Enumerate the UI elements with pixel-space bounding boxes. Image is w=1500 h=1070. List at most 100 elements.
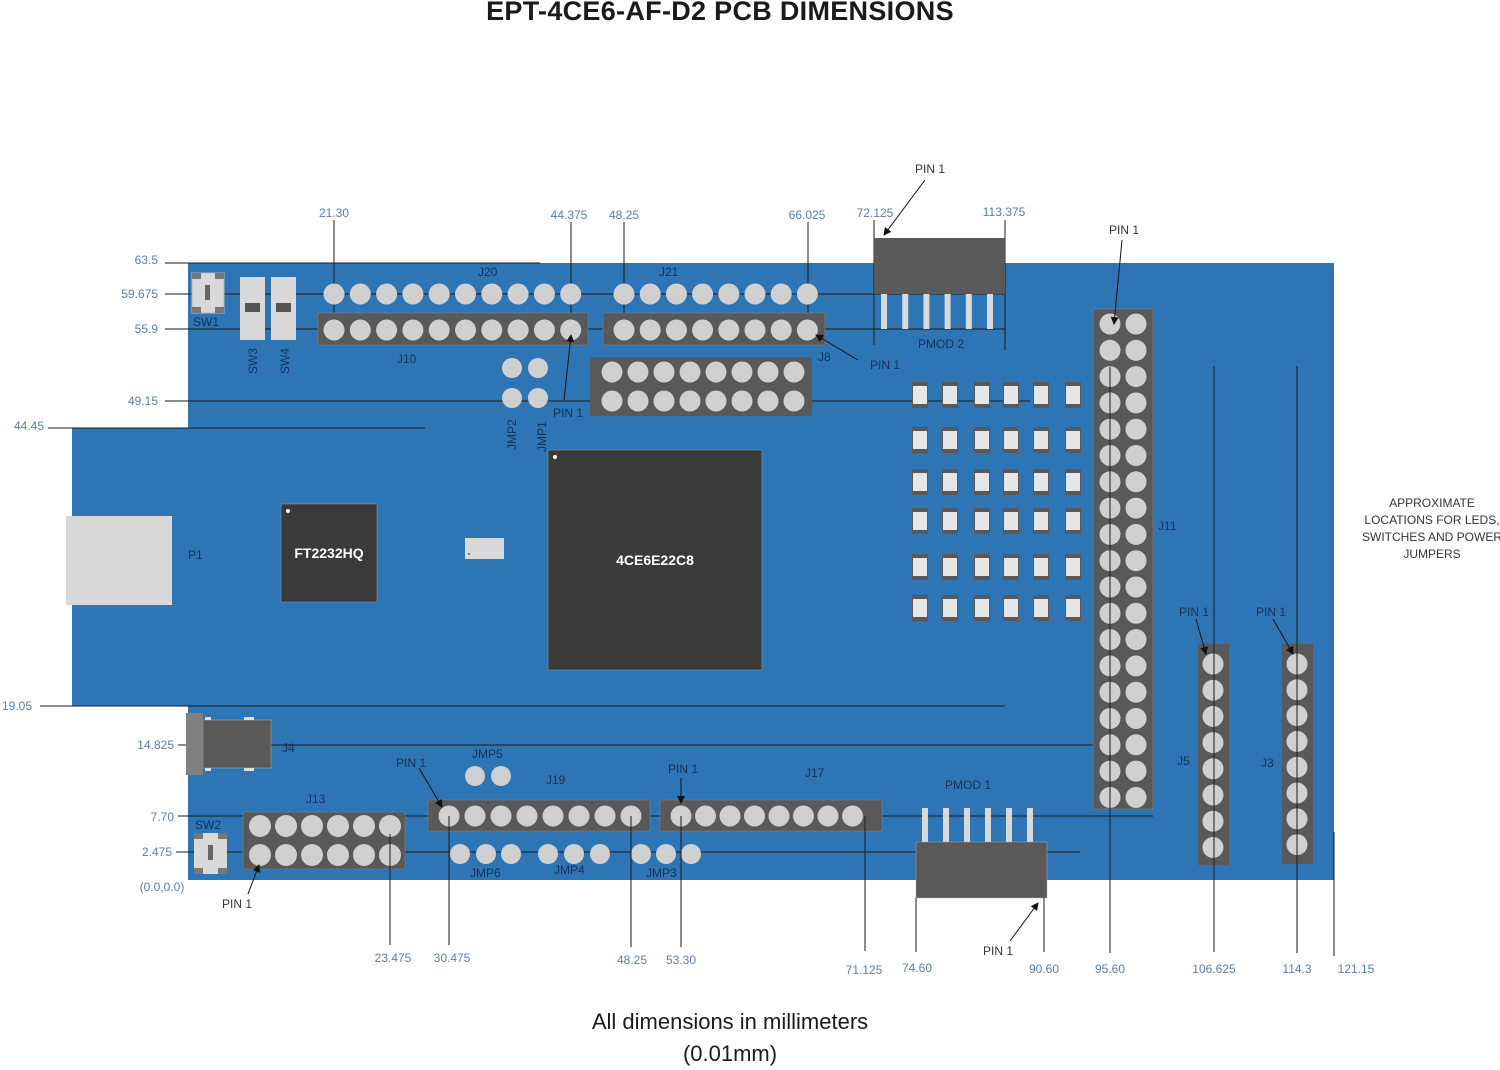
pin-pad	[560, 319, 582, 341]
pin-pad	[1125, 786, 1147, 808]
pin-pad	[731, 390, 753, 412]
pmod1-pin	[1027, 808, 1033, 842]
led-lens	[1004, 431, 1018, 449]
pin-pad	[507, 319, 529, 341]
pin1-label-j3: PIN 1	[1256, 605, 1286, 619]
pin-pad	[731, 361, 753, 383]
pin-pad	[275, 815, 297, 837]
pin-pad	[692, 319, 714, 341]
pin-pad	[1125, 655, 1147, 677]
sw1-switch: SW1	[191, 272, 225, 329]
pin-pad	[796, 319, 818, 341]
jmp4-label: JMP4	[554, 863, 585, 877]
pin-pad	[1125, 497, 1147, 519]
jumper-pad	[656, 844, 676, 864]
led-lens	[1034, 599, 1048, 617]
pin-pad	[507, 283, 529, 305]
pin-pad	[613, 283, 635, 305]
led-lens	[913, 512, 927, 530]
pin-pad	[1202, 758, 1224, 780]
pin1-label-j13: PIN 1	[222, 897, 252, 911]
pin-pad	[594, 805, 616, 827]
pin-pad	[744, 319, 766, 341]
pin-pad	[793, 805, 814, 827]
dim-y-44-45: 44.45	[14, 419, 44, 433]
pin-pad	[770, 319, 792, 341]
pin-pad	[481, 319, 503, 341]
dim-x-71-125: 71.125	[846, 963, 883, 977]
dim-y-59-675: 59.675	[121, 287, 158, 301]
pin-pad	[1125, 313, 1147, 335]
jumper-pad	[564, 844, 584, 864]
jumper-pad	[538, 844, 558, 864]
header-2x8-pins	[601, 361, 805, 412]
j13-label: J13	[306, 792, 326, 806]
pmod2-pin	[987, 294, 993, 329]
pin-pad	[627, 361, 649, 383]
pmod2-pin	[965, 294, 972, 329]
pin-pad	[323, 283, 345, 305]
pin1-callout-arrows	[247, 179, 1294, 942]
pin-pad	[275, 844, 297, 866]
pin-pad	[757, 361, 779, 383]
sw4-label: SW4	[278, 348, 292, 374]
jumper-pad	[501, 844, 521, 864]
dim-x-23-475: 23.475	[375, 951, 412, 965]
dim-x-66-025: 66.025	[789, 208, 826, 222]
j19-label: J19	[546, 773, 566, 787]
j4-power-jack: J4	[186, 713, 295, 775]
pin-pad	[1099, 339, 1121, 361]
pin-pad	[1125, 629, 1147, 651]
pmod2-pin	[944, 294, 951, 329]
approximate-locations-note: APPROXIMATE LOCATIONS FOR LEDS, SWITCHES…	[1362, 496, 1500, 561]
pin-pad	[533, 283, 555, 305]
pmod1-pin	[922, 808, 928, 842]
pin-pad	[301, 815, 323, 837]
jmp5-label: JMP5	[472, 747, 503, 761]
pin-pad	[653, 390, 675, 412]
led-lens	[1004, 386, 1018, 404]
j10-label: J10	[397, 352, 417, 366]
led-lens	[1004, 473, 1018, 491]
dim-x-106-625: 106.625	[1192, 962, 1236, 976]
jmp3-jmp4-jmp6-jumpers: JMP6 JMP4 JMP3	[450, 844, 701, 880]
pin-pad	[817, 805, 839, 827]
pin-pad	[665, 283, 687, 305]
dim-y-2-475: 2.475	[142, 845, 172, 859]
led-lens	[1066, 512, 1080, 530]
pin-pad	[301, 844, 323, 866]
dim-x-90-60: 90.60	[1029, 962, 1059, 976]
pin-pad	[601, 361, 623, 383]
sw4-switch: SW4	[271, 277, 296, 374]
j5-label: J5	[1177, 754, 1190, 768]
pin-pad	[481, 283, 503, 305]
pin-pad	[1202, 653, 1224, 675]
led-lens	[975, 431, 989, 449]
pin-pad	[639, 319, 661, 341]
led-lens	[1066, 473, 1080, 491]
header-2x8-center	[590, 357, 812, 416]
j10-j20-header: J20 J10	[317, 265, 589, 366]
pin-pad	[744, 283, 766, 305]
pin-pad	[1099, 313, 1121, 335]
pin-pad	[718, 283, 740, 305]
led-lens	[913, 558, 927, 576]
led-lens	[943, 512, 957, 530]
j17-label: J17	[805, 766, 825, 780]
led-lens	[943, 431, 957, 449]
led-lens	[975, 512, 989, 530]
pin-pad	[516, 805, 538, 827]
led-lens	[1034, 558, 1048, 576]
pin-pad	[1125, 760, 1147, 782]
pin-pad	[1202, 732, 1224, 754]
fpga-label: 4CE6E22C8	[616, 552, 694, 568]
led-lens	[943, 386, 957, 404]
pin-pad	[568, 805, 590, 827]
ft2232hq-chip: FT2232HQ	[280, 503, 378, 603]
j20-pin-row	[323, 283, 582, 305]
pin-pad	[560, 283, 582, 305]
pin-pad	[613, 319, 635, 341]
dim-x-21-30: 21.30	[319, 206, 349, 220]
pin-pad	[249, 815, 271, 837]
